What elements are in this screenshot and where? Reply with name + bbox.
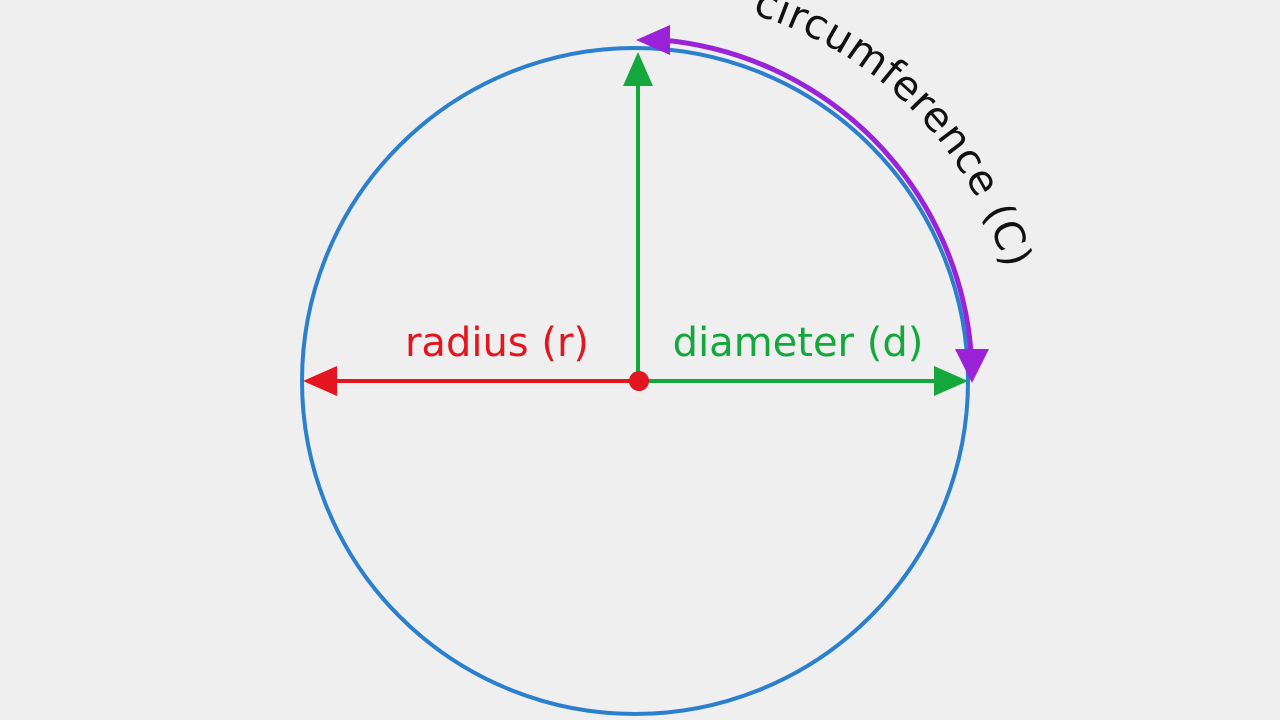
- radius-label: radius (r): [405, 320, 589, 366]
- diameter-horizontal-arrowhead: [934, 366, 968, 396]
- diameter-label: diameter (d): [673, 320, 924, 366]
- radius-arrowhead: [303, 366, 337, 396]
- circumference-arrowhead-end: [955, 349, 989, 383]
- circumference-arc: [661, 37, 974, 353]
- circumference-arrowhead-start: [636, 25, 670, 55]
- diameter-vertical-arrowhead: [623, 52, 653, 86]
- center-point: [629, 371, 649, 391]
- circumference-label: circumference (C): [749, 0, 1042, 273]
- circumference-label-text: circumference (C): [749, 0, 1041, 273]
